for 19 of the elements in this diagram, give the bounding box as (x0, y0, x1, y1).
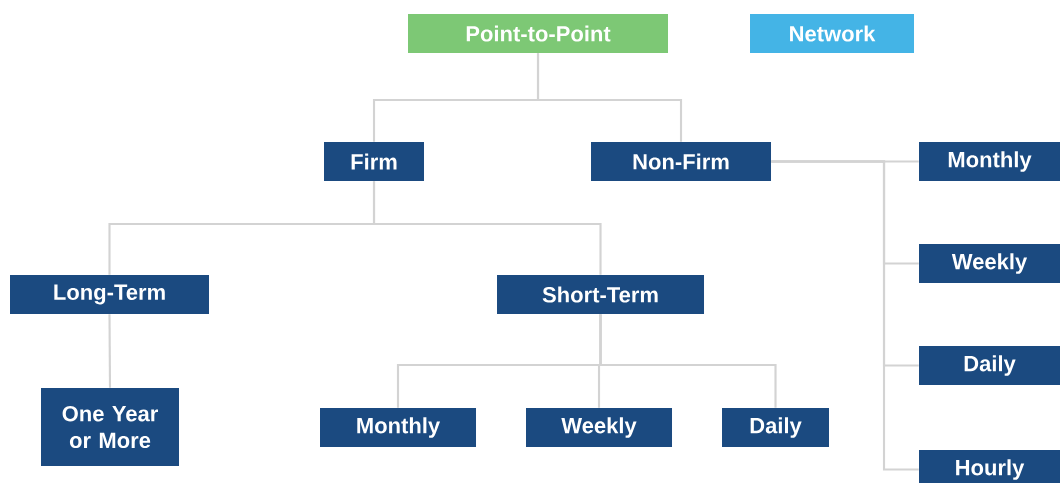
label-box: Weekly (526, 408, 672, 447)
label-box: Point-to-Point (408, 14, 668, 53)
connector-line (771, 160, 919, 471)
label-box: Daily (722, 408, 829, 447)
label-box: Non-Firm (591, 142, 771, 181)
connector-line (372, 181, 602, 275)
label-box: Monthly (919, 142, 1060, 181)
label-box: Hourly (919, 450, 1060, 483)
connector-line (108, 314, 112, 388)
connector-line (599, 314, 777, 408)
label-box: Weekly (919, 244, 1060, 283)
label-box: Network (750, 14, 914, 53)
label-box: One Year or More (41, 388, 179, 466)
label-box: Monthly (320, 408, 476, 447)
label-box: Firm (324, 142, 424, 181)
label-box: Long-Term (10, 275, 209, 314)
label-box: Short-Term (497, 275, 704, 314)
connector-line (536, 53, 683, 142)
label-box: Daily (919, 346, 1060, 385)
